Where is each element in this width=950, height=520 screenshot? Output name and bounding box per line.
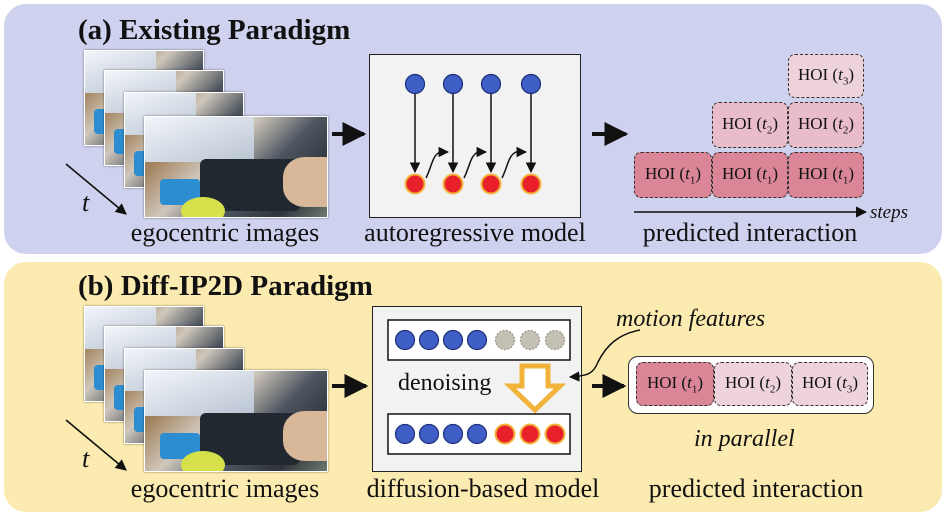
feedback-arrow xyxy=(501,146,528,179)
red-node xyxy=(520,173,542,195)
panel-a-time-label: t xyxy=(82,188,90,217)
autoregressive-model-box xyxy=(369,54,581,218)
time-arrow xyxy=(65,163,127,215)
panel-a-model-caption: autoregressive model xyxy=(364,218,586,247)
panel-b-images-caption: egocentric images xyxy=(130,474,320,503)
denoising-label: denoising xyxy=(398,370,492,396)
red-node xyxy=(480,173,502,195)
noise-node xyxy=(494,329,516,351)
blue-node xyxy=(394,329,416,351)
blue-node xyxy=(442,329,464,351)
egocentric-frame xyxy=(144,116,328,218)
in-parallel-label: in parallel xyxy=(694,426,795,452)
feedback-arrow xyxy=(463,146,488,179)
hoi-t1-box: HOI (t1) xyxy=(788,152,864,198)
blue-node xyxy=(520,73,542,95)
red-node xyxy=(494,423,516,445)
motion-features-label: motion features xyxy=(616,306,766,332)
panel-b-title: (b) Diff-IP2D Paradigm xyxy=(78,270,373,302)
motion-features-arrow xyxy=(568,329,641,382)
blue-node xyxy=(418,423,440,445)
panel-a-title: (a) Existing Paradigm xyxy=(78,14,351,46)
panel-a-output-caption: predicted interaction xyxy=(642,218,858,247)
time-arrow xyxy=(65,419,127,471)
hoi-t2-box: HOI (t2) xyxy=(714,362,792,406)
blue-node xyxy=(466,423,488,445)
red-node xyxy=(442,173,464,195)
blue-node xyxy=(418,329,440,351)
hoi-t3-box: HOI (t3) xyxy=(788,54,864,98)
red-node xyxy=(544,423,566,445)
hoi-t1-box: HOI (t1) xyxy=(636,362,714,406)
hoi-t1-box: HOI (t1) xyxy=(634,152,712,198)
blue-node xyxy=(480,73,502,95)
hoi-t2-box: HOI (t2) xyxy=(788,102,864,148)
noise-node xyxy=(544,329,566,351)
blue-node xyxy=(394,423,416,445)
denoising-arrow xyxy=(503,363,567,414)
panel-a-images-caption: egocentric images xyxy=(130,218,320,247)
feedback-arrow xyxy=(425,146,450,179)
blue-node xyxy=(442,423,464,445)
noise-node xyxy=(519,329,541,351)
steps-label: steps xyxy=(870,202,908,223)
egocentric-frame xyxy=(144,370,328,472)
hoi-t2-box: HOI (t2) xyxy=(712,102,788,148)
blue-node xyxy=(466,329,488,351)
blue-node xyxy=(442,73,464,95)
panel-b-output-caption: predicted interaction xyxy=(648,474,864,503)
red-node xyxy=(404,173,426,195)
panel-b-time-label: t xyxy=(82,444,90,473)
red-node xyxy=(519,423,541,445)
blue-node xyxy=(404,73,426,95)
hoi-t1-box: HOI (t1) xyxy=(712,152,788,198)
panel-b-model-caption: diffusion-based model xyxy=(366,474,600,503)
hoi-t3-box: HOI (t3) xyxy=(792,362,868,406)
